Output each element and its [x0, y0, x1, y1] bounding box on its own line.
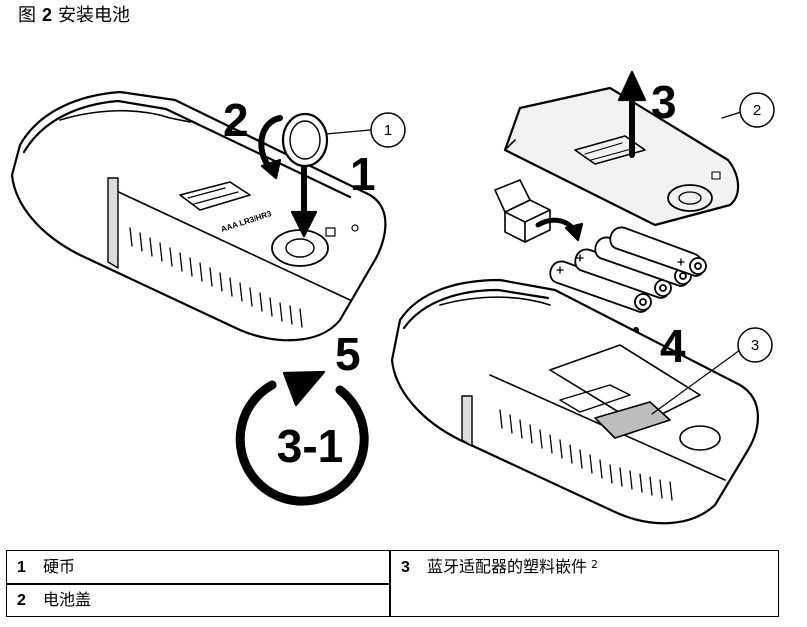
- legend-text: 硬币: [43, 557, 76, 576]
- step-number-1: 1: [350, 148, 376, 200]
- callout-number-1: 1: [384, 122, 392, 139]
- figure-number: 2: [42, 5, 53, 25]
- figure-label: 图: [18, 5, 36, 26]
- step-3-arrow: [617, 70, 647, 158]
- step-2-rotate-arrow: [258, 115, 283, 171]
- step-number-4: 4: [660, 320, 686, 372]
- callout-circle-2: [739, 92, 775, 128]
- battery-cover: [503, 86, 740, 227]
- legend-number: 3: [401, 559, 410, 576]
- legend-text: 电池盖: [43, 590, 92, 609]
- figure-caption: 安装电池: [58, 5, 131, 26]
- legend-number: 2: [17, 592, 26, 609]
- callout-circle-1: [370, 112, 406, 148]
- plastic-insert: [494, 179, 551, 243]
- callout-circle-3: [737, 327, 773, 363]
- legend-text: 蓝牙适配器的塑料嵌件: [427, 557, 588, 576]
- repeat-step-range: 3-1: [277, 420, 343, 472]
- legend-row-2: 2 电池盖: [17, 590, 91, 611]
- step-number-3: 3: [651, 76, 677, 128]
- repeat-loop-icon: [235, 370, 369, 506]
- device-right: [390, 278, 759, 525]
- callout-number-3: 3: [751, 337, 759, 354]
- coin-illustration: [281, 112, 329, 168]
- device-left: AAA LR3/HR3: [10, 90, 387, 342]
- legend-row-1: 1 硬币: [17, 557, 75, 578]
- legend-number: 1: [17, 559, 26, 576]
- battery-install-illustration: AAA LR3/HR3: [10, 70, 775, 525]
- step-number-5: 5: [335, 328, 361, 380]
- step-1-arrow: [290, 165, 318, 238]
- step-number-2: 2: [223, 94, 249, 146]
- footnote-marker: 2: [591, 558, 599, 571]
- callout-number-2: 2: [753, 102, 761, 119]
